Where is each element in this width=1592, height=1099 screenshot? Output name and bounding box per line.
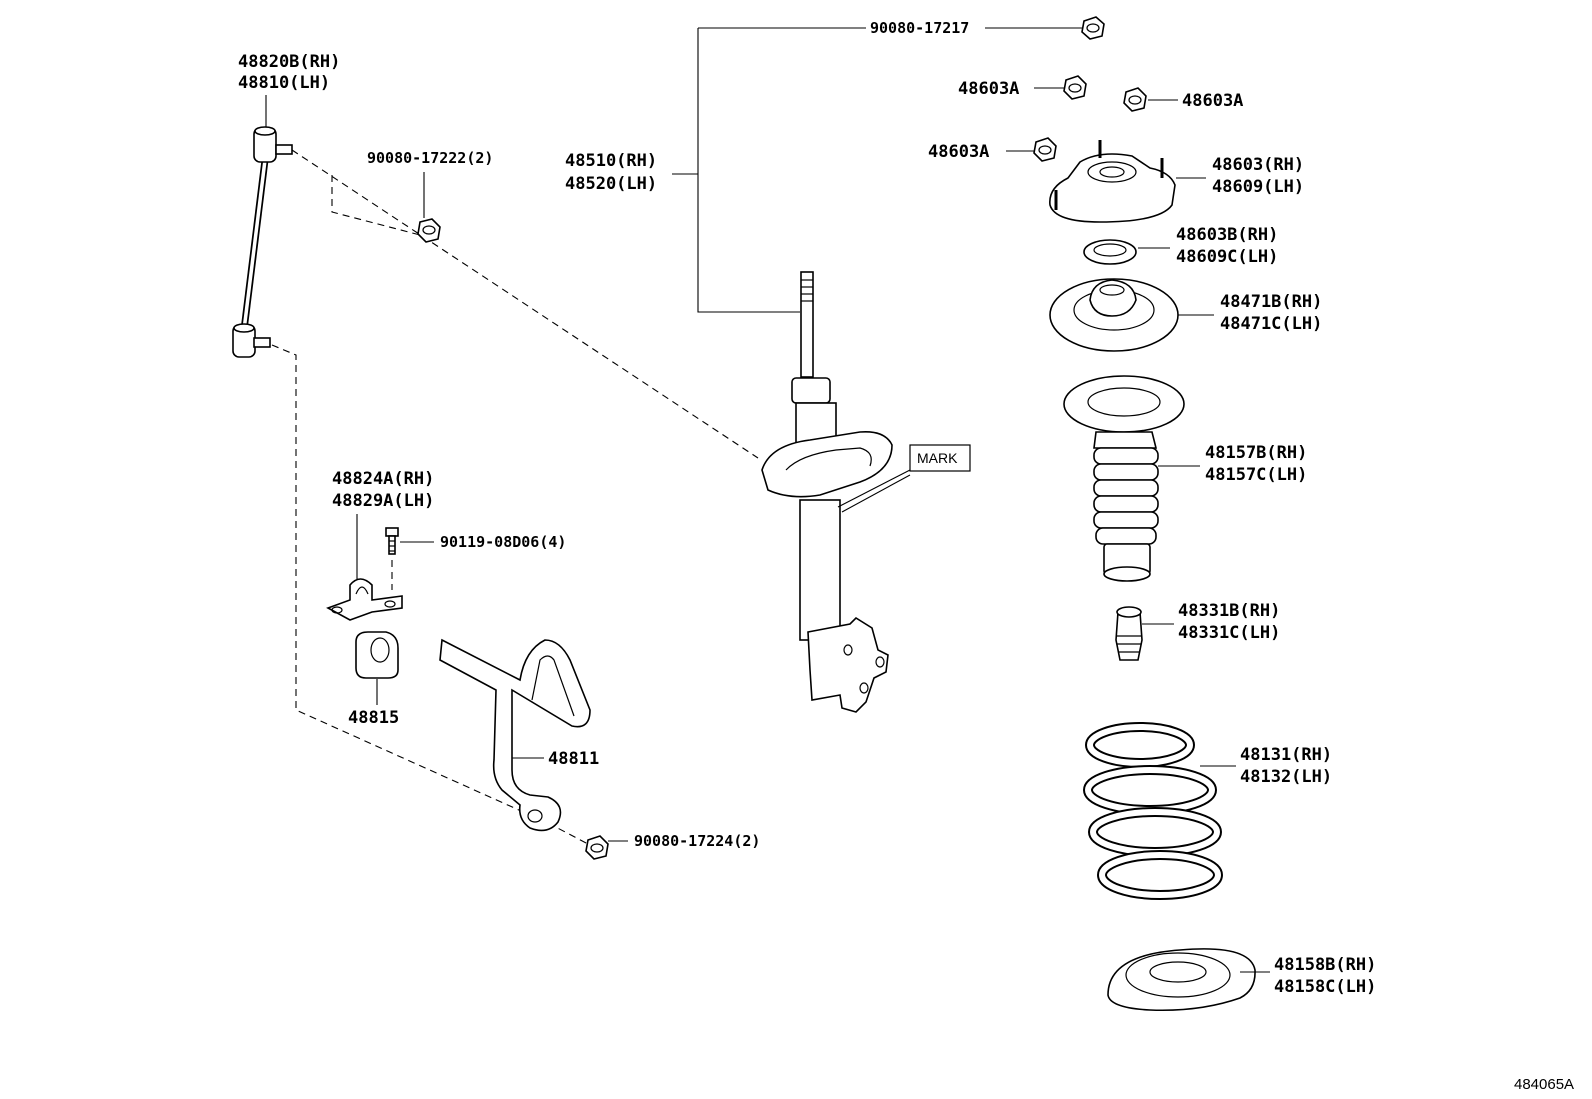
coil-spring-label-lh: 48132(LH): [1240, 767, 1332, 787]
strut-label-rh: 48510(RH): [565, 151, 657, 171]
bracket-bolt-icon[interactable]: [385, 527, 399, 555]
bracket-label-rh: 48824A(RH): [332, 469, 434, 489]
stabilizer-link-label-lh: 48810(LH): [238, 73, 330, 93]
stabilizer-bar-label: 48811: [548, 749, 599, 769]
shock-absorber-strut[interactable]: [761, 271, 893, 713]
bracket-bolt-label: 90119-08D06(4): [440, 533, 566, 551]
mount-nut-left-lower-label: 48603A: [928, 142, 989, 162]
nut-stab-bar-icon[interactable]: [585, 835, 609, 860]
lower-insulator-label-lh: 48158C(LH): [1274, 977, 1376, 997]
bump-stop-label-rh: 48331B(RH): [1178, 601, 1280, 621]
lower-insulator-label-rh: 48158B(RH): [1274, 955, 1376, 975]
strut-mount-label-lh: 48609(LH): [1212, 177, 1304, 197]
dust-boot-label-rh: 48157B(RH): [1205, 443, 1307, 463]
bump-stop[interactable]: [1115, 606, 1143, 661]
assembly-line-link-to-bar: [271, 344, 531, 816]
assembly-line-link-to-strut: [291, 149, 759, 459]
stabilizer-link[interactable]: [232, 126, 293, 358]
upper-spring-seat[interactable]: [1049, 278, 1179, 352]
strut-mount[interactable]: [1049, 140, 1176, 223]
nut-stab-bar-label: 90080-17224(2): [634, 832, 760, 850]
lower-spring-insulator[interactable]: [1107, 948, 1256, 1012]
strut-bearing-label-lh: 48609C(LH): [1176, 247, 1278, 267]
rod-nut-label: 90080-17217: [870, 19, 969, 37]
strut-bracket-line: [697, 28, 800, 313]
assembly-line-link-to-nut: [331, 175, 421, 236]
bump-stop-label-lh: 48331C(LH): [1178, 623, 1280, 643]
mount-nut-left-lower-icon[interactable]: [1033, 137, 1057, 162]
stabilizer-bar[interactable]: [439, 638, 591, 832]
mark-leader-2: [841, 474, 911, 513]
upper-spring-seat-label-rh: 48471B(RH): [1220, 292, 1322, 312]
nut-stab-link-top-icon[interactable]: [417, 218, 441, 243]
mount-nut-right-icon[interactable]: [1123, 87, 1147, 112]
nut-stab-link-top-label: 90080-17222(2): [367, 149, 493, 167]
strut-mount-label-rh: 48603(RH): [1212, 155, 1304, 175]
assembly-line-bar-to-nut: [547, 822, 591, 846]
rod-nut-icon[interactable]: [1081, 16, 1105, 40]
upper-spring-seat-label-lh: 48471C(LH): [1220, 314, 1322, 334]
mount-nut-right-label: 48603A: [1182, 91, 1243, 111]
dust-boot-label-lh: 48157C(LH): [1205, 465, 1307, 485]
stabilizer-bushing[interactable]: [355, 631, 399, 679]
mark-leader: [837, 469, 911, 508]
mark-box: [909, 444, 971, 472]
stabilizer-link-label-rh: 48820B(RH): [238, 52, 340, 72]
bushing-label: 48815: [348, 708, 399, 728]
dust-boot[interactable]: [1063, 375, 1185, 582]
strut-bearing-label-rh: 48603B(RH): [1176, 225, 1278, 245]
coil-spring-label-rh: 48131(RH): [1240, 745, 1332, 765]
bracket-label-lh: 48829A(LH): [332, 491, 434, 511]
coil-spring[interactable]: [1083, 722, 1223, 900]
stabilizer-bracket[interactable]: [326, 578, 403, 621]
mount-nut-left-upper-icon[interactable]: [1063, 75, 1087, 100]
mark-label: MARK: [917, 450, 958, 466]
figure-reference: 484065A: [1514, 1076, 1574, 1093]
mount-nut-left-upper-label: 48603A: [958, 79, 1019, 99]
strut-bearing[interactable]: [1083, 239, 1137, 265]
strut-label-lh: 48520(LH): [565, 174, 657, 194]
